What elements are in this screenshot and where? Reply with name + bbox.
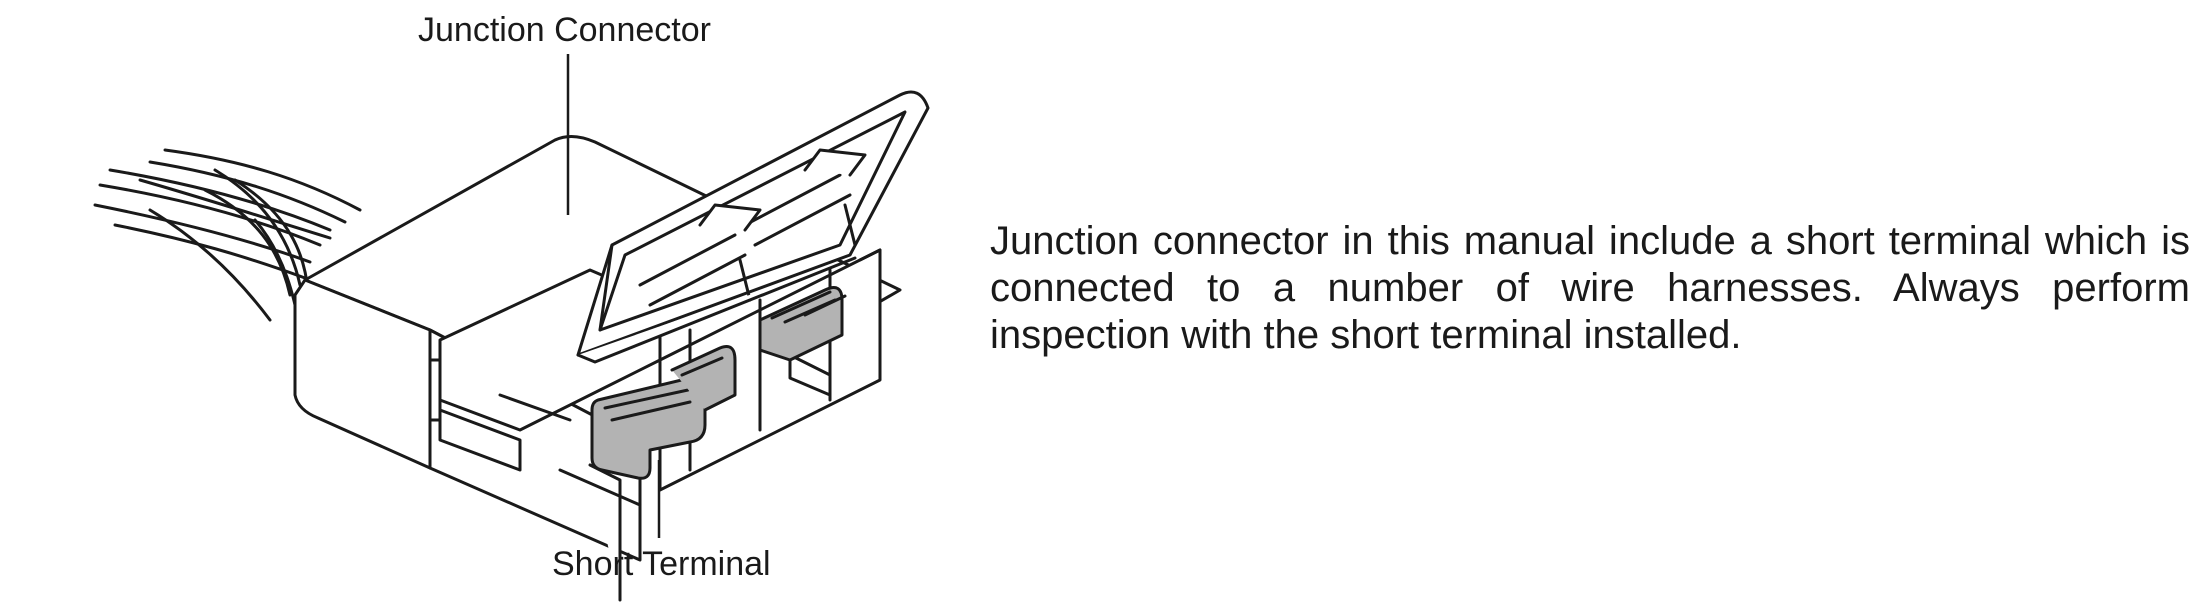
callout-leaders: [566, 54, 661, 538]
description-text: Junction connector in this manual includ…: [990, 219, 2190, 357]
label-short-terminal: Short Terminal: [552, 545, 771, 583]
short-terminal: [590, 286, 847, 480]
retainer-flap: [576, 90, 930, 364]
junction-connector-illustration: [93, 54, 930, 602]
label-junction-connector: Junction Connector: [418, 11, 711, 49]
